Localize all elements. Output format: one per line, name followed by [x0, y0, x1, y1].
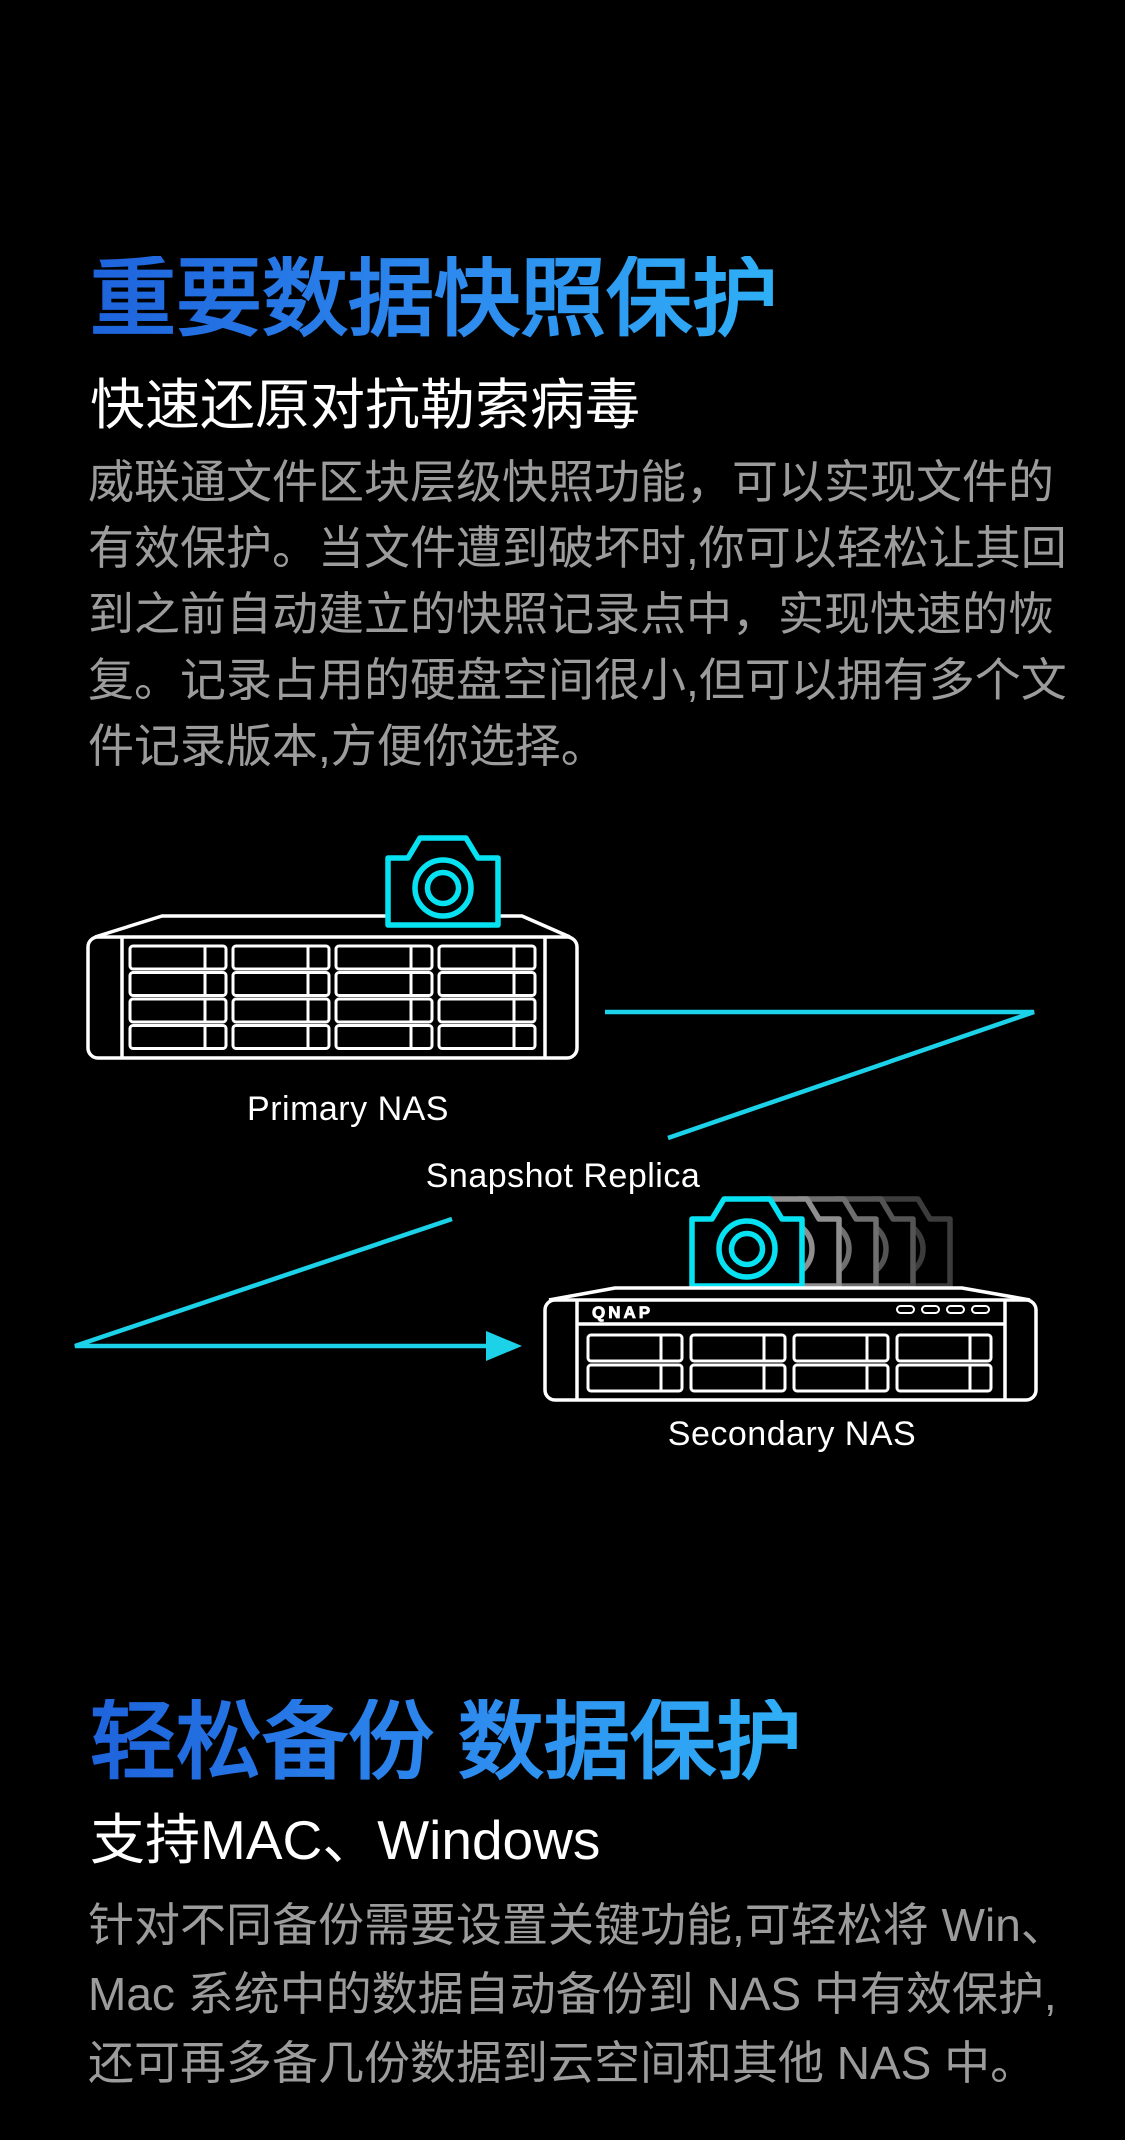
replication-arrow [74, 1216, 522, 1361]
led-indicators [896, 1305, 990, 1314]
section2-paragraph: 针对不同备份需要设置关键功能,可轻松将 Win、 Mac 系统中的数据自动备份到… [88, 1891, 1088, 2098]
replication-arrow [605, 1009, 1035, 1141]
section2-title: 轻松备份 数据保护 [90, 1693, 802, 1790]
secondary-nas-label: Secondary NAS [668, 1415, 916, 1453]
paragraph-line: 针对不同备份需要设置关键功能,可轻松将 Win、 [88, 1899, 1067, 1951]
section2-subtitle: 支持MAC、Windows [90, 1808, 601, 1871]
section1-subtitle: 快速还原对抗勒索病毒 [90, 373, 641, 436]
paragraph-line: 还可再多备几份数据到云空间和其他 NAS 中。 [88, 2037, 1037, 2089]
paragraph-line: 威联通文件区块层级快照功能，可以实现文件的 [88, 456, 1054, 508]
paragraph-line: Mac 系统中的数据自动备份到 NAS 中有效保护, [88, 1968, 1057, 2020]
snapshot-replication-diagram: Primary NAS Snapshot Replica [74, 800, 1038, 1453]
paragraph-line: 复。记录占用的硬盘空间很小,但可以拥有多个文 [88, 654, 1067, 706]
paragraph-line: 有效保护。当文件遭到破坏时,你可以轻松让其回 [88, 522, 1067, 574]
snapshot-camera-icon [388, 838, 498, 925]
section1-title: 重要数据快照保护 [90, 250, 778, 347]
section1-paragraph: 威联通文件区块层级快照功能，可以实现文件的 有效保护。当文件遭到破坏时,你可以轻… [88, 449, 1088, 779]
snapshot-replica-label: Snapshot Replica [426, 1157, 701, 1195]
paragraph-line: 到之前自动建立的快照记录点中，实现快速的恢 [88, 588, 1054, 640]
primary-nas-illustration [86, 914, 579, 1060]
paragraph-line: 件记录版本,方便你选择。 [88, 720, 607, 772]
snapshot-camera-stack-icon [692, 1199, 950, 1286]
primary-nas-label: Primary NAS [247, 1090, 449, 1128]
qnap-logo: QNAP [592, 1303, 653, 1322]
secondary-nas-illustration [543, 1286, 1038, 1402]
